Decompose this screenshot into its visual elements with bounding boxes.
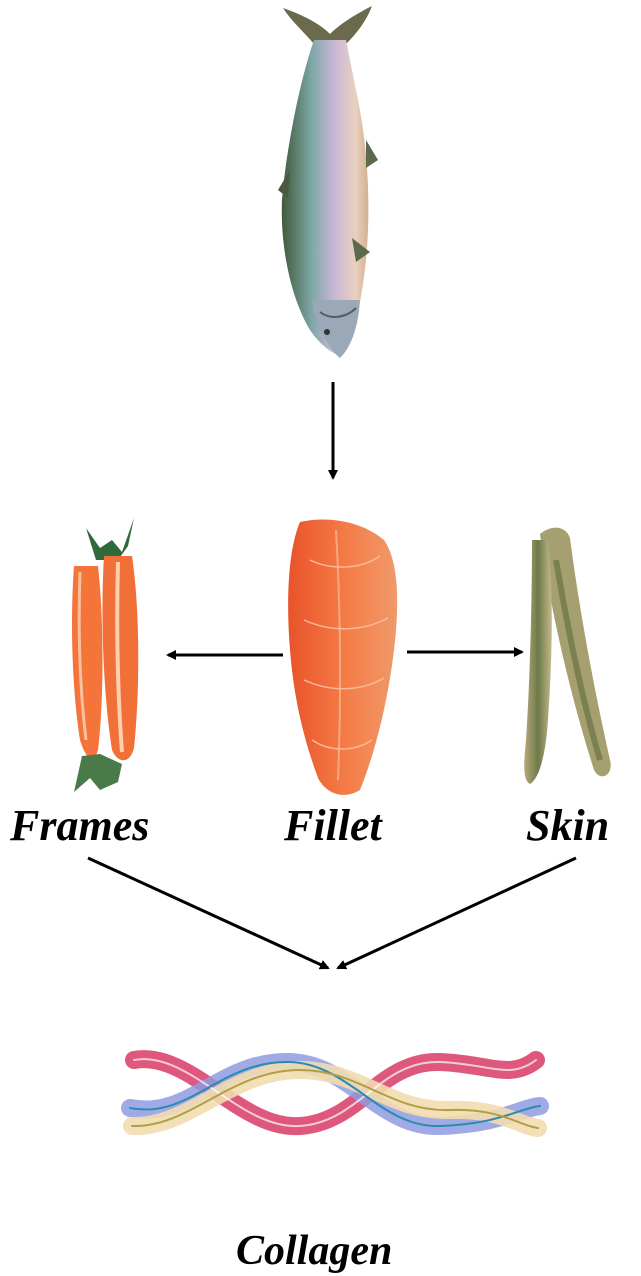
skin-label: Skin [526, 804, 609, 848]
salmon-skin-illustration [524, 528, 610, 784]
collagen-label: Collagen [236, 1230, 392, 1272]
frames-label: Frames [10, 804, 149, 848]
salmon-frames-illustration [72, 518, 138, 792]
salmon-fillet-illustration [288, 519, 397, 794]
fillet-label: Fillet [284, 804, 382, 848]
whole-salmon-illustration [278, 6, 378, 358]
collagen-triple-helix-illustration [130, 1059, 540, 1128]
arrow-frames-to-collagen [88, 858, 328, 968]
arrow-skin-to-collagen [338, 858, 576, 968]
